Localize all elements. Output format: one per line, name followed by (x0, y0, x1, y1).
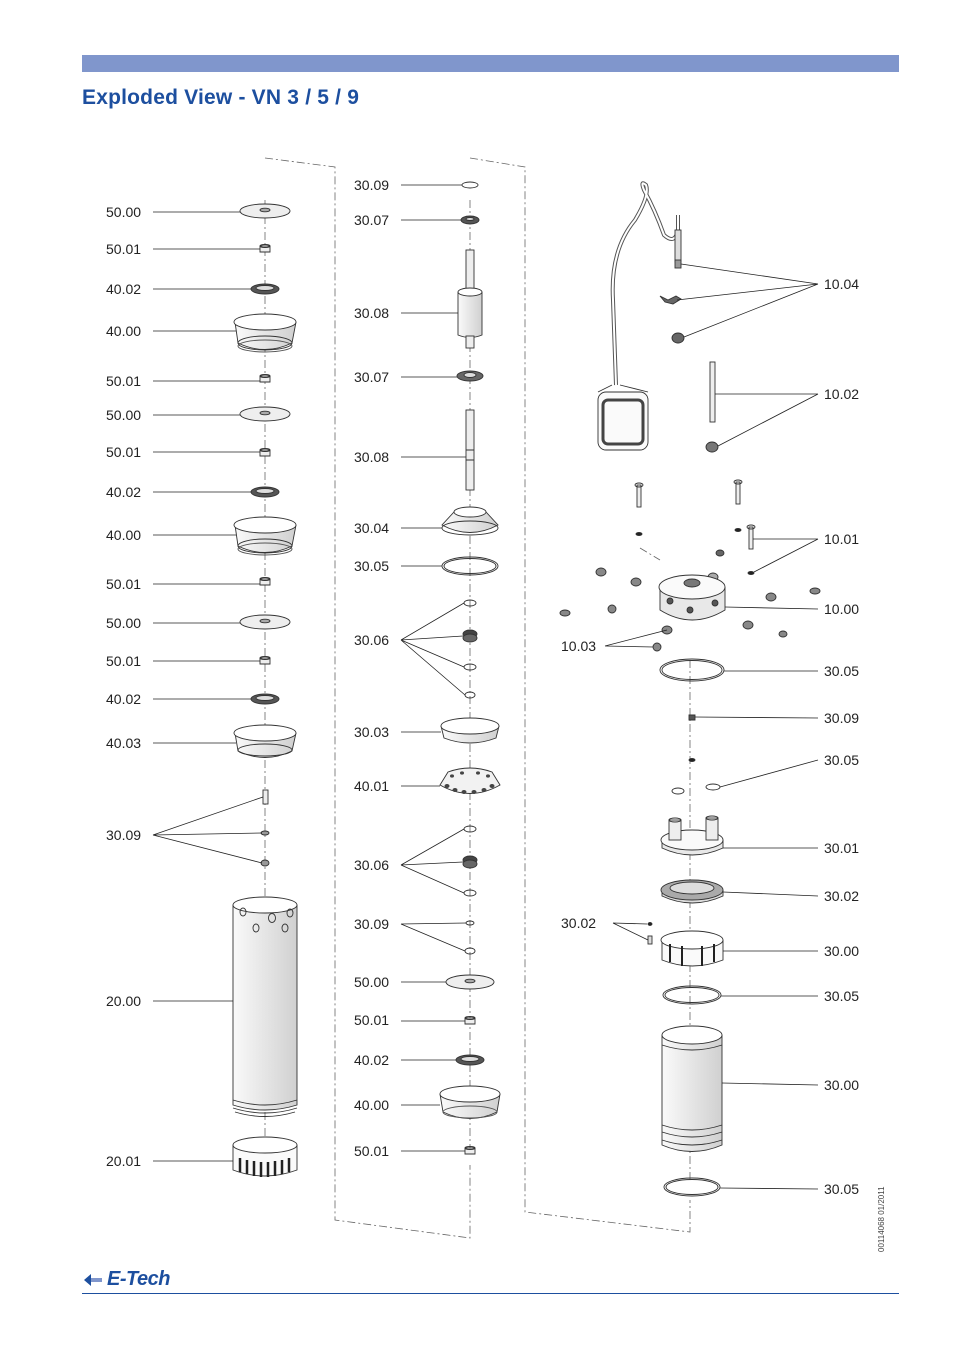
part-label: 30.05 (824, 988, 860, 1004)
part-label: 40.02 (354, 1052, 390, 1068)
footer-rule (82, 1293, 899, 1294)
part-label: 30.06 (354, 857, 390, 873)
part-label: 40.02 (106, 281, 142, 297)
brand-logo: E-Tech (82, 1268, 170, 1291)
part-label: 30.09 (354, 177, 390, 193)
part-label: 30.09 (824, 710, 860, 726)
part-label: 50.01 (354, 1143, 390, 1159)
part-label: 30.06 (354, 632, 390, 648)
part-label: 10.02 (824, 386, 860, 402)
part-label: 10.01 (824, 531, 860, 547)
part-label: 30.09 (354, 916, 390, 932)
part-label: 10.03 (561, 638, 597, 654)
col2-parts (439, 181, 501, 1155)
part-label: 50.01 (106, 241, 142, 257)
part-label: 40.00 (354, 1097, 390, 1113)
part-label: 30.03 (354, 724, 390, 740)
part-label: 50.00 (106, 407, 142, 423)
part-label: 50.01 (354, 1012, 390, 1028)
part-label: 30.00 (824, 1077, 860, 1093)
document-number: 00114068 01/2011 (877, 1186, 886, 1252)
part-label: 30.02 (561, 915, 597, 931)
part-label: 10.04 (824, 276, 860, 292)
part-label: 10.00 (824, 601, 860, 617)
part-label: 30.09 (106, 827, 142, 843)
part-label: 50.01 (106, 444, 142, 460)
col1-parts (232, 203, 298, 1177)
part-label: 30.00 (824, 943, 860, 959)
leader-lines (152, 184, 819, 1190)
part-label: 40.00 (106, 323, 142, 339)
part-label: 30.01 (824, 840, 860, 856)
etech-logo-icon (84, 1273, 102, 1286)
part-label: 30.07 (354, 369, 390, 385)
part-label: 50.01 (106, 653, 142, 669)
part-label: 50.01 (106, 576, 142, 592)
part-label: 50.00 (106, 615, 142, 631)
part-label: 30.05 (824, 752, 860, 768)
part-label: 20.00 (106, 993, 142, 1009)
header-accent-bar (82, 55, 899, 72)
page-title: Exploded View - VN 3 / 5 / 9 (82, 86, 360, 109)
part-label: 30.05 (824, 1181, 860, 1197)
part-label: 50.00 (354, 974, 390, 990)
part-label: 30.08 (354, 449, 390, 465)
part-label: 30.08 (354, 305, 390, 321)
part-label: 30.05 (824, 663, 860, 679)
brand-name: E-Tech (107, 1268, 170, 1290)
part-label: 20.01 (106, 1153, 142, 1169)
part-label: 30.02 (824, 888, 860, 904)
part-label: 50.01 (106, 373, 142, 389)
part-label: 40.03 (106, 735, 142, 751)
part-label: 40.00 (106, 527, 142, 543)
part-label: 30.05 (354, 558, 390, 574)
part-label: 40.01 (354, 778, 390, 794)
part-label: 30.07 (354, 212, 390, 228)
part-label: 40.02 (106, 691, 142, 707)
part-label: 40.02 (106, 484, 142, 500)
part-label: 30.04 (354, 520, 390, 536)
col3-parts (559, 181, 821, 1197)
part-label: 50.00 (106, 204, 142, 220)
